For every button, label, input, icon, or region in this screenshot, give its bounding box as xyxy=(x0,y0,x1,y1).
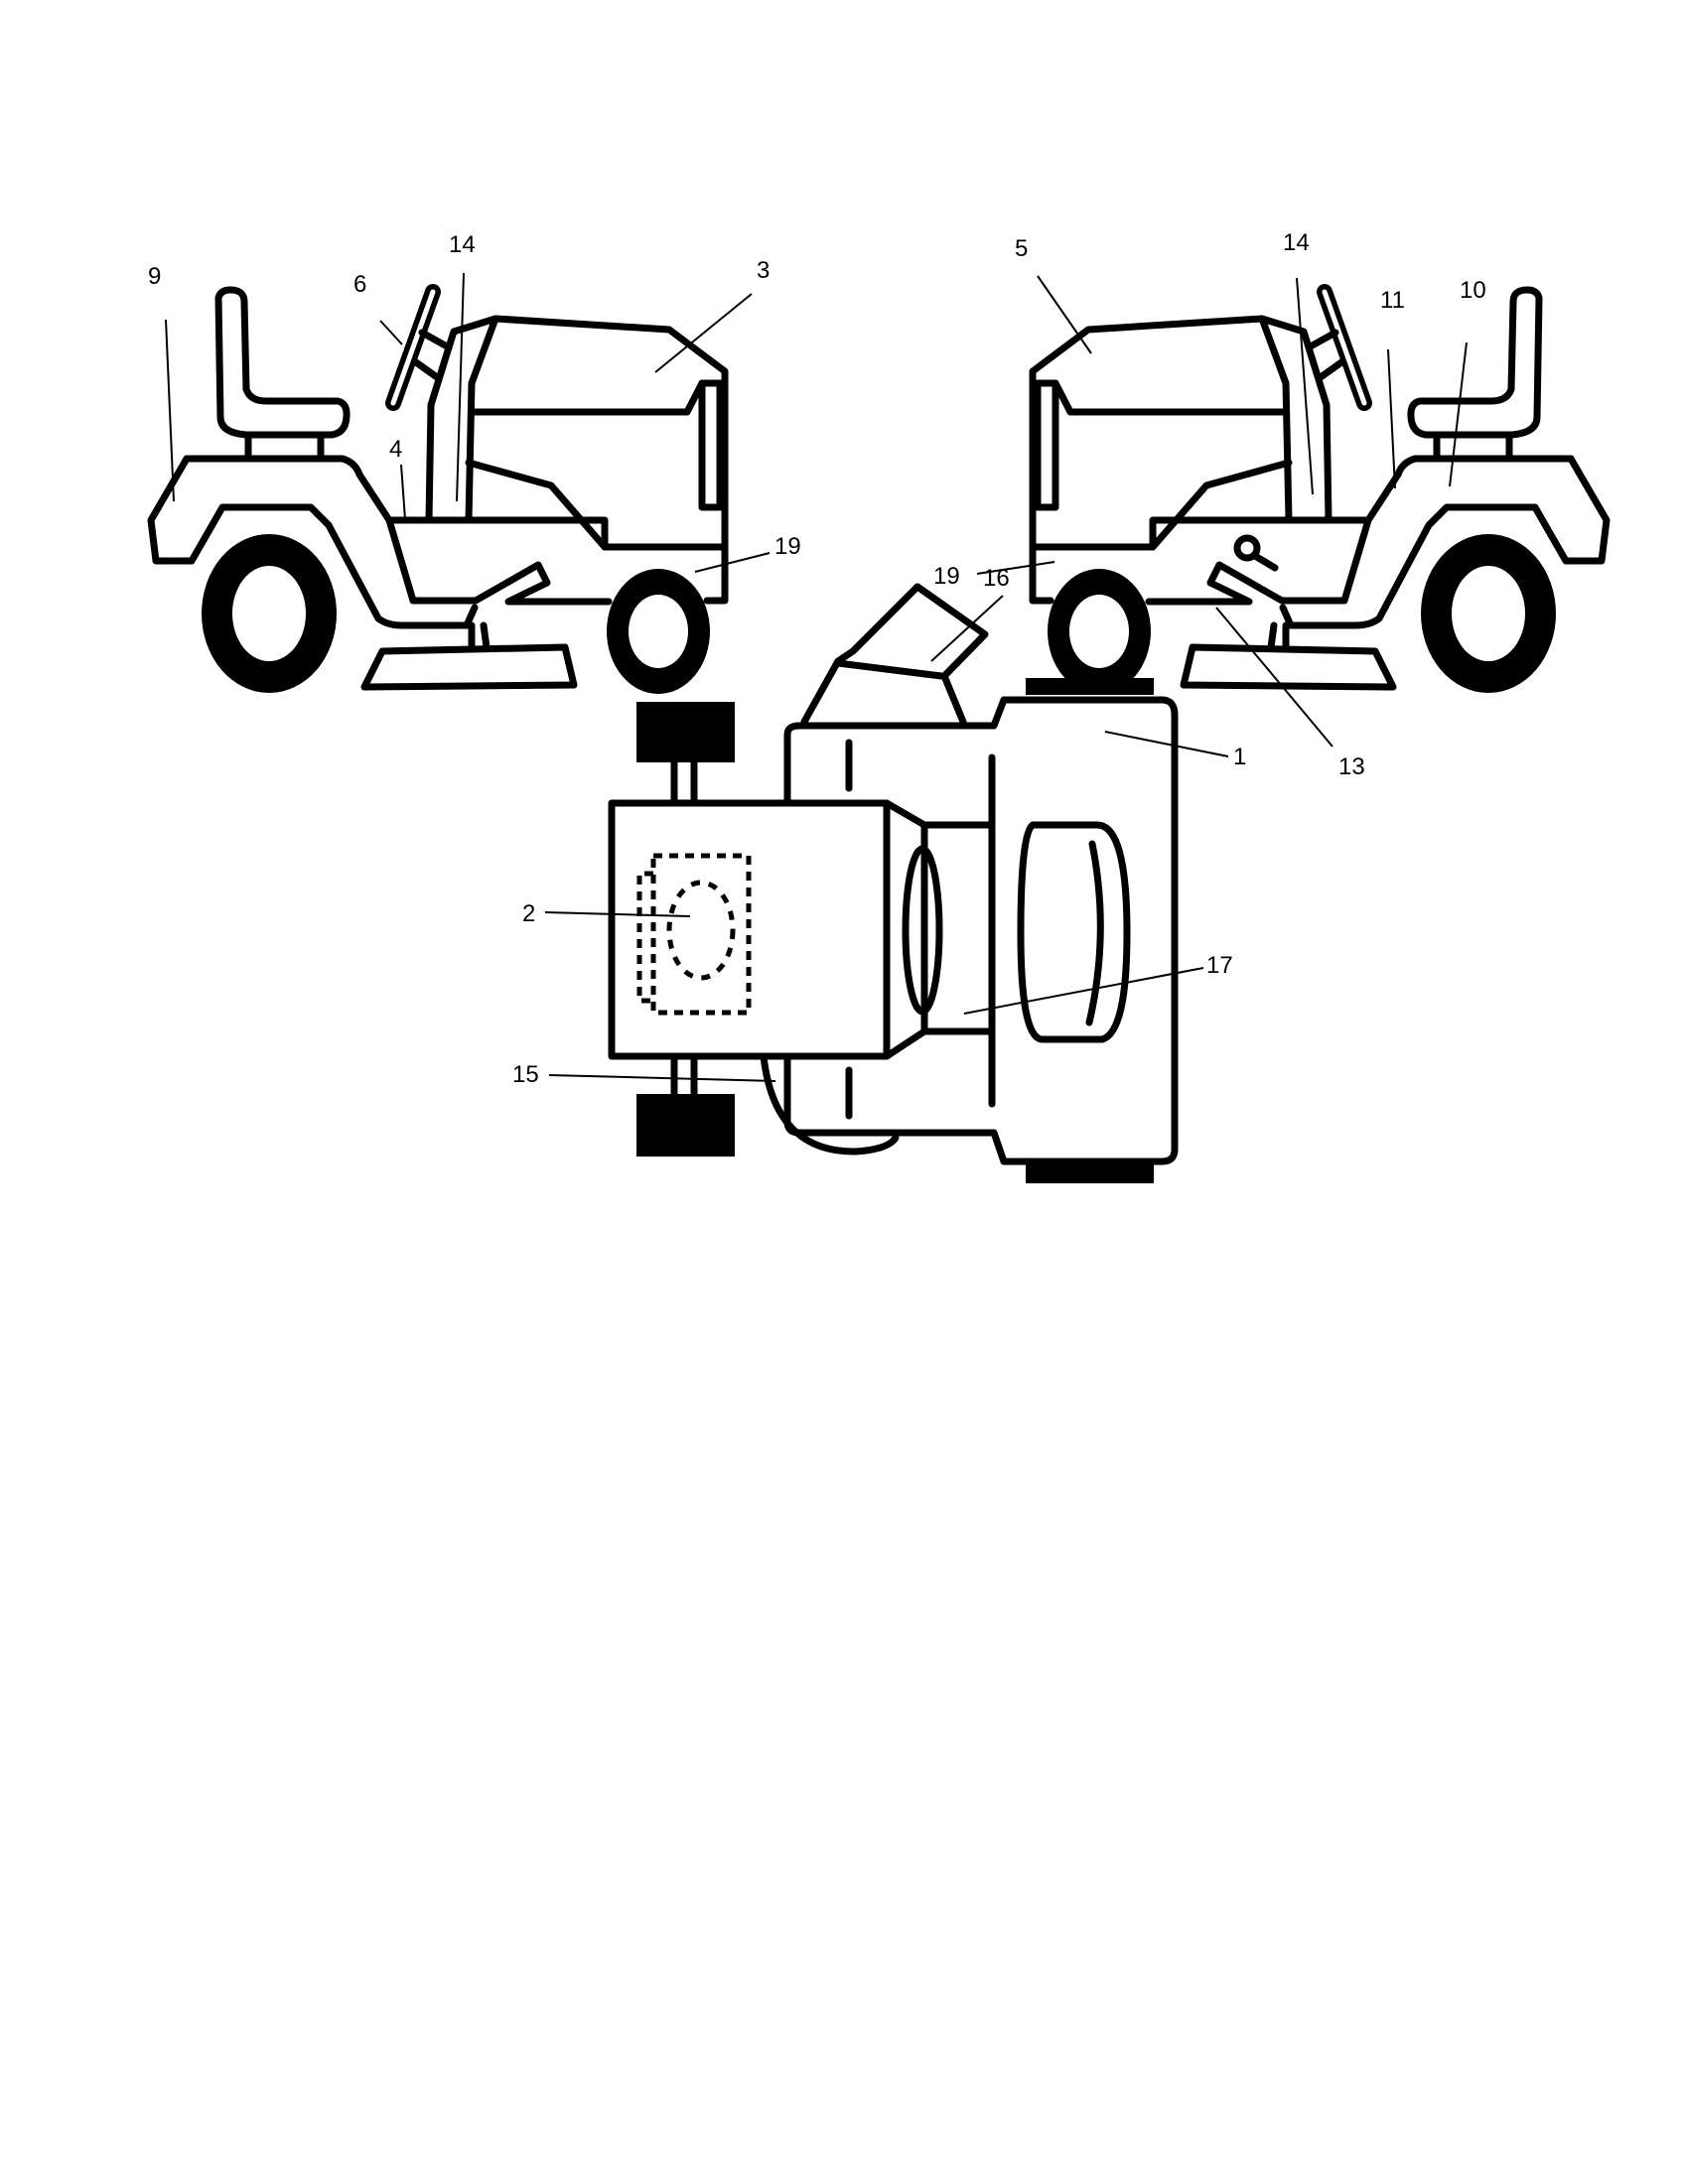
top-view xyxy=(608,583,1179,1183)
callout-16: 16 xyxy=(983,565,1010,592)
callout-19-left: 19 xyxy=(774,533,801,560)
callout-15: 15 xyxy=(512,1061,539,1088)
right-side-view xyxy=(1033,290,1607,694)
callout-10: 10 xyxy=(1460,277,1486,304)
callout-14-left: 14 xyxy=(449,231,476,258)
leader-lines xyxy=(165,272,1468,1082)
left-side-view xyxy=(151,290,725,694)
callout-13: 13 xyxy=(1338,753,1365,780)
callout-6: 6 xyxy=(353,271,366,298)
callout-4: 4 xyxy=(389,436,402,463)
callout-3: 3 xyxy=(757,257,770,284)
callout-14-right: 14 xyxy=(1283,229,1310,256)
callout-19-right: 19 xyxy=(933,563,960,590)
callout-11: 11 xyxy=(1380,287,1405,314)
callout-2: 2 xyxy=(522,900,535,927)
callout-1: 1 xyxy=(1233,744,1246,770)
callout-17: 17 xyxy=(1206,952,1233,979)
callout-5: 5 xyxy=(1015,235,1028,262)
callout-9: 9 xyxy=(148,263,161,290)
